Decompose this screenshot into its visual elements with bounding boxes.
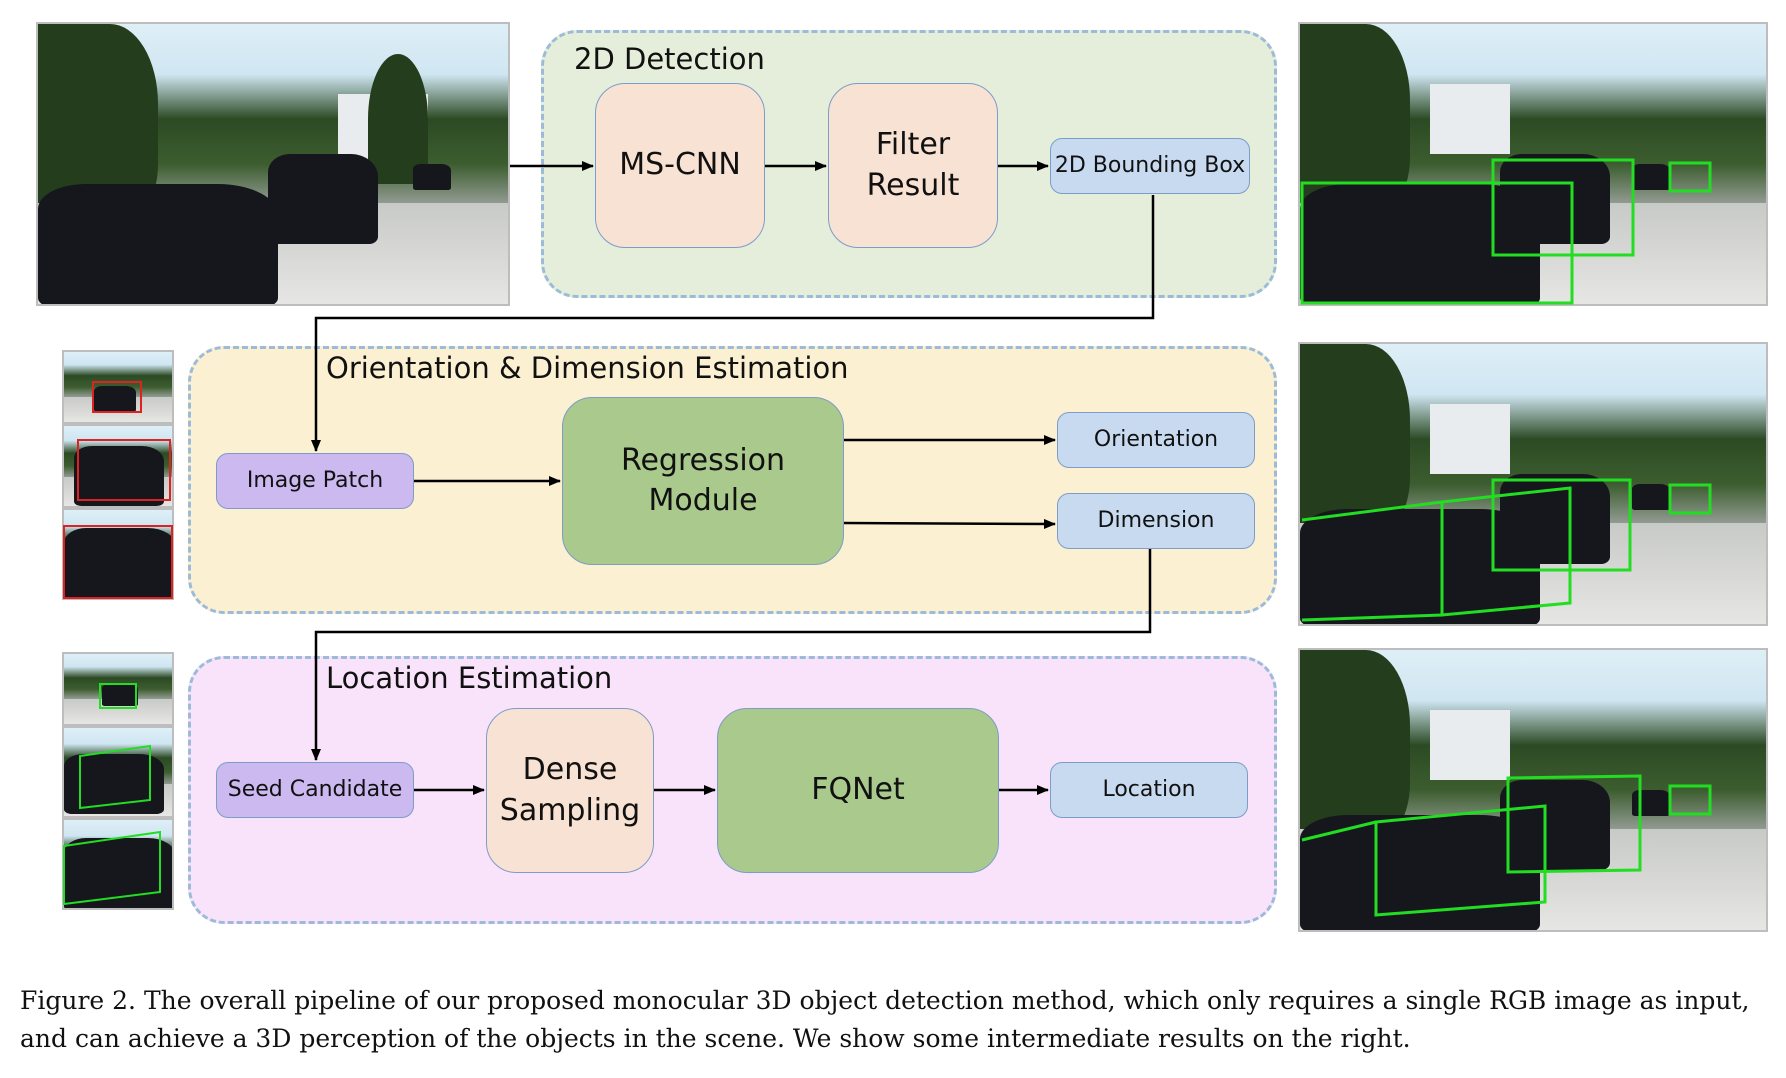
patch-box-2: [77, 439, 171, 501]
figure-caption: Figure 2. The overall pipeline of our pr…: [20, 982, 1780, 1058]
input-photo: [36, 22, 510, 306]
loc-thumb-box-3: [63, 830, 161, 906]
orientation-panel-title: Orientation & Dimension Estimation: [326, 351, 849, 385]
caption-line-2: and can achieve a 3D perception of the o…: [20, 1024, 1411, 1053]
result-3d-box-small: [1668, 483, 1712, 515]
mscnn-node: MS-CNN: [595, 83, 765, 248]
location-panel-title: Location Estimation: [326, 661, 613, 695]
seed-candidate-node: Seed Candidate: [216, 762, 414, 818]
dense-sampling-node: Dense Sampling: [486, 708, 654, 873]
arrow-bbox-to-image-patch: [311, 195, 1155, 452]
caption-line-1: Figure 2. The overall pipeline of our pr…: [20, 986, 1750, 1015]
dimension-node: Dimension: [1057, 493, 1255, 549]
patch-box-3: [63, 525, 173, 599]
result-loc-box-mid: [1506, 774, 1642, 874]
patch-thumbnail-1: [62, 350, 174, 424]
result-2d-box-2: [1491, 158, 1635, 257]
result-3d-box-mid: [1491, 478, 1632, 572]
image-patch-node: Image Patch: [216, 453, 414, 509]
loc-thumb-box-2: [79, 744, 151, 810]
fqnet-node: FQNet: [717, 708, 999, 873]
result-photo-2d-boxes: [1298, 22, 1768, 306]
patch-thumbnail-2: [62, 424, 174, 508]
regression-module-node: Regression Module: [562, 397, 844, 565]
arrow-dimension-to-seed: [311, 549, 1152, 761]
result-loc-box-small: [1668, 784, 1712, 816]
location-thumbnail-1: [62, 652, 174, 726]
result-2d-box-1: [1300, 181, 1574, 305]
result-3d-box-far: [1440, 486, 1572, 617]
patch-thumbnail-3: [62, 508, 174, 600]
loc-thumb-box-1: [99, 683, 137, 709]
result-loc-edge-1: [1301, 820, 1377, 842]
result-loc-box-far: [1374, 804, 1547, 917]
result-2d-box-3: [1668, 161, 1712, 193]
filter-result-node: Filter Result: [828, 83, 998, 248]
orientation-node: Orientation: [1057, 412, 1255, 468]
detection-panel-title: 2D Detection: [574, 42, 765, 76]
bounding-box-node: 2D Bounding Box: [1050, 138, 1250, 194]
patch-box-1: [92, 381, 142, 413]
result-3d-edge-1: [1301, 500, 1443, 522]
result-photo-3d-location: [1298, 648, 1768, 932]
result-3d-edge-2: [1301, 613, 1443, 622]
location-node: Location: [1050, 762, 1248, 818]
arrow-regression-to-dimension: [843, 518, 1056, 529]
